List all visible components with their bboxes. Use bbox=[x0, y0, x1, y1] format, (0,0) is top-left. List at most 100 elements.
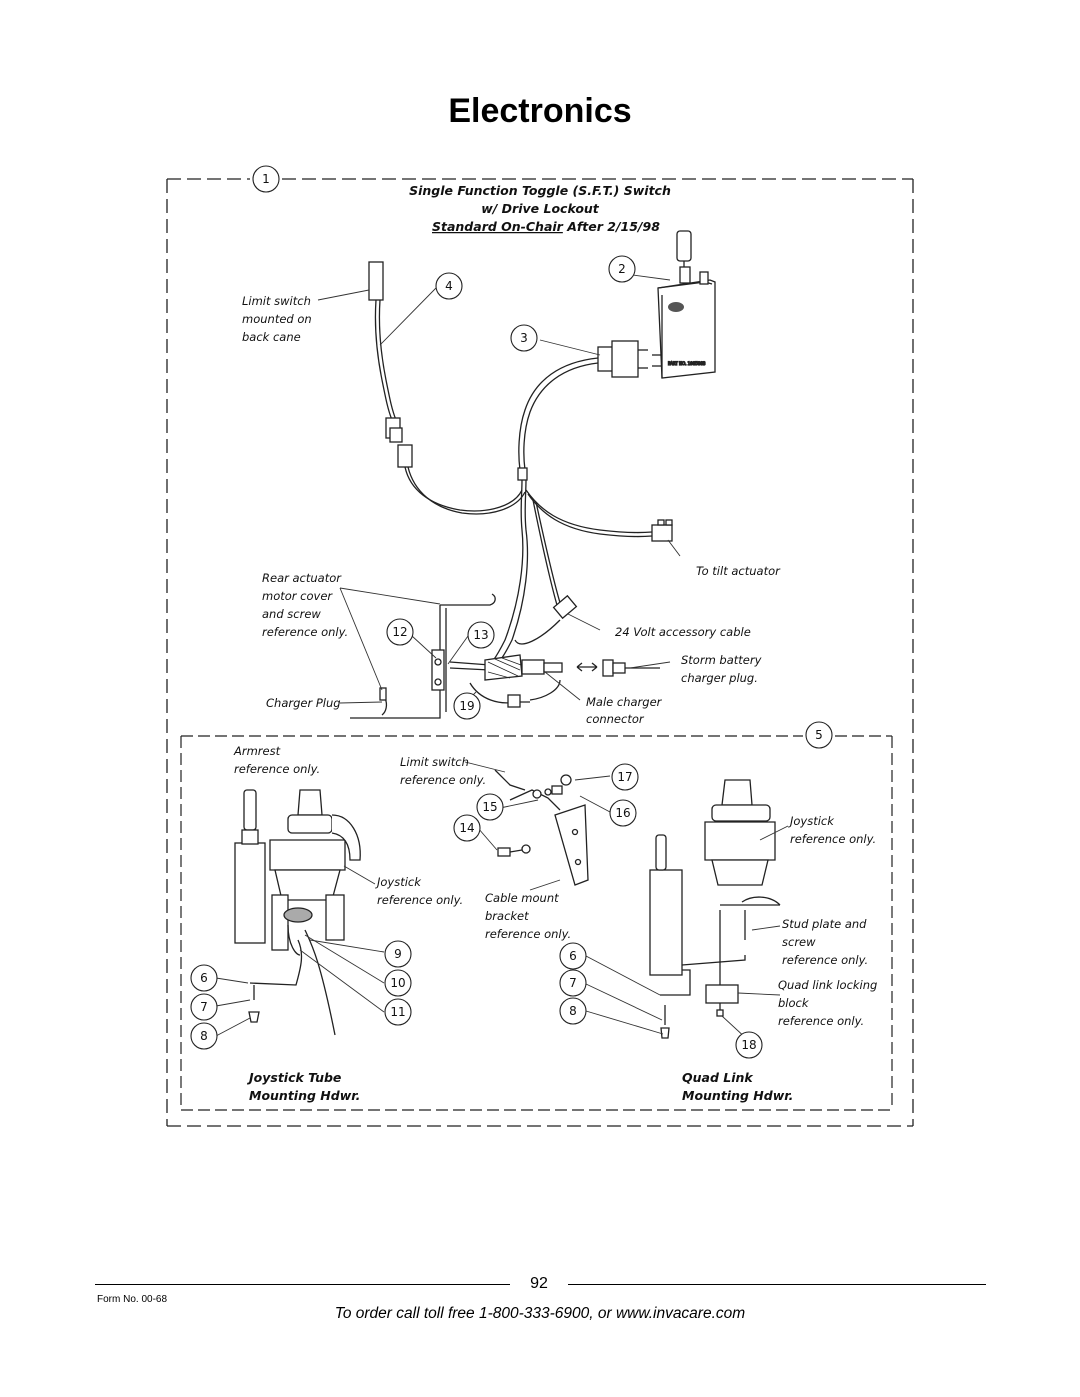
label-rear-actuator-2: motor cover bbox=[262, 589, 333, 603]
callout-4 bbox=[435, 272, 463, 300]
callouts bbox=[190, 165, 833, 1059]
label-rear-actuator-4: reference only. bbox=[262, 625, 348, 639]
callout-18 bbox=[735, 1031, 763, 1059]
callout-number-4: 4 bbox=[445, 279, 453, 293]
footer-rule-right bbox=[568, 1284, 986, 1285]
header-underlined-part: Standard On-Chair bbox=[432, 219, 564, 234]
callout-number-18: 18 bbox=[741, 1038, 756, 1052]
callout-5 bbox=[805, 721, 833, 749]
callout-10 bbox=[384, 969, 412, 997]
label-limit-switch-ref-2: reference only. bbox=[400, 773, 486, 787]
leader-lines-bottom-right bbox=[585, 825, 789, 1041]
label-limit-switch-3: back cane bbox=[242, 330, 301, 344]
page-title: Electronics bbox=[448, 92, 632, 130]
label-to-tilt-actuator: To tilt actuator bbox=[696, 564, 781, 578]
label-quad-link-3: reference only. bbox=[778, 1014, 864, 1028]
callout-19 bbox=[453, 692, 481, 720]
inner-dashed-border bbox=[180, 735, 893, 1111]
label-limit-switch-ref: Limit switch bbox=[400, 755, 469, 769]
wiring-harness: PART NO. 1085883 bbox=[350, 230, 716, 719]
label-quad-link-hdwr-2: Mounting Hdwr. bbox=[682, 1088, 793, 1103]
callout-number-16: 16 bbox=[615, 806, 630, 820]
figure-header-line1: Single Function Toggle (S.F.T.) Switch bbox=[409, 183, 671, 198]
label-stud-plate: Stud plate and bbox=[782, 917, 867, 931]
callout-number-9: 9 bbox=[394, 947, 402, 961]
footer-rule-left bbox=[95, 1284, 510, 1285]
label-joystick-tube-2: Mounting Hdwr. bbox=[249, 1088, 360, 1103]
limit-switch-part bbox=[368, 261, 384, 301]
callout-number-8-left: 8 bbox=[200, 1029, 208, 1043]
callout-number-14: 14 bbox=[459, 821, 474, 835]
callout-number-12: 12 bbox=[392, 625, 407, 639]
figure-header-line2: w/ Drive Lockout bbox=[481, 201, 600, 216]
callout-number-10: 10 bbox=[390, 976, 405, 990]
callout-16 bbox=[609, 799, 637, 827]
callout-2 bbox=[608, 255, 636, 283]
callout-number-5: 5 bbox=[815, 728, 823, 742]
label-cable-mount-2: bracket bbox=[485, 909, 529, 923]
callout-6-right bbox=[559, 942, 587, 970]
callout-number-11: 11 bbox=[390, 1005, 405, 1019]
cable-mount-drawing bbox=[494, 769, 589, 886]
callout-1 bbox=[252, 165, 280, 193]
callout-7-left bbox=[190, 993, 218, 1021]
callout-15 bbox=[476, 793, 504, 821]
control-box-part-label: PART NO. 1085883 bbox=[668, 361, 706, 366]
callout-8-right bbox=[559, 997, 587, 1025]
label-armrest-2: reference only. bbox=[234, 762, 320, 776]
order-info-line: To order call toll free 1-800-333-6900, … bbox=[334, 1305, 746, 1322]
label-quad-link-2: block bbox=[778, 996, 810, 1010]
label-stud-plate-2: screw bbox=[782, 935, 816, 949]
form-number: Form No. 00-68 bbox=[97, 1294, 168, 1305]
callout-number-15: 15 bbox=[482, 800, 497, 814]
callout-number-1: 1 bbox=[262, 172, 270, 186]
page-number: 92 bbox=[530, 1275, 548, 1292]
callout-number-2: 2 bbox=[618, 262, 626, 276]
label-joystick-tube: Joystick Tube bbox=[246, 1070, 341, 1085]
label-joystick-left: Joystick bbox=[375, 875, 422, 889]
diagram-labels: Limit switch mounted on back cane To til… bbox=[233, 294, 877, 1103]
quad-link-drawing bbox=[649, 779, 781, 1039]
callout-9 bbox=[384, 940, 412, 968]
label-joystick-right: Joystick bbox=[788, 814, 835, 828]
label-limit-switch: Limit switch bbox=[242, 294, 311, 308]
callout-8-left bbox=[190, 1022, 218, 1050]
header-date-part: After 2/15/98 bbox=[563, 219, 660, 234]
callout-number-3: 3 bbox=[520, 331, 528, 345]
figure-header-line3: Standard On-Chair After 2/15/98 bbox=[432, 219, 660, 234]
leader-lines-bottom-left bbox=[215, 865, 385, 1037]
label-quad-link-hdwr: Quad Link bbox=[682, 1070, 753, 1085]
callout-number-7-left: 7 bbox=[200, 1000, 208, 1014]
label-charger-plug: Charger Plug bbox=[266, 696, 341, 710]
label-24v-accessory: 24 Volt accessory cable bbox=[615, 625, 751, 639]
label-stud-plate-3: reference only. bbox=[782, 953, 868, 967]
label-joystick-right-2: reference only. bbox=[790, 832, 876, 846]
label-rear-actuator-3: and screw bbox=[262, 607, 321, 621]
label-quad-link: Quad link locking bbox=[778, 978, 877, 992]
label-joystick-left-2: reference only. bbox=[377, 893, 463, 907]
joystick-tube-drawing bbox=[234, 789, 361, 1036]
callout-7-right bbox=[559, 969, 587, 997]
callout-3 bbox=[510, 324, 538, 352]
outer-dashed-border bbox=[166, 178, 914, 1127]
callout-number-13: 13 bbox=[473, 628, 488, 642]
callout-numbers: 1 2 3 4 5 12 13 19 17 15 16 14 9 10 11 6… bbox=[200, 172, 823, 1052]
callout-number-6-left: 6 bbox=[200, 971, 208, 985]
callout-number-7-right: 7 bbox=[569, 976, 577, 990]
callout-13 bbox=[467, 621, 495, 649]
callout-number-6-right: 6 bbox=[569, 949, 577, 963]
callout-14 bbox=[453, 814, 481, 842]
callout-number-19: 19 bbox=[459, 699, 474, 713]
callout-17 bbox=[611, 763, 639, 791]
label-storm-battery: Storm battery bbox=[681, 653, 762, 667]
label-storm-battery-2: charger plug. bbox=[681, 671, 758, 685]
callout-6-left bbox=[190, 964, 218, 992]
label-cable-mount: Cable mount bbox=[485, 891, 559, 905]
callout-number-8-right: 8 bbox=[569, 1004, 577, 1018]
callout-number-17: 17 bbox=[617, 770, 632, 784]
leader-lines-bottom-middle bbox=[464, 761, 611, 891]
label-cable-mount-3: reference only. bbox=[485, 927, 571, 941]
label-armrest: Armrest bbox=[233, 744, 281, 758]
